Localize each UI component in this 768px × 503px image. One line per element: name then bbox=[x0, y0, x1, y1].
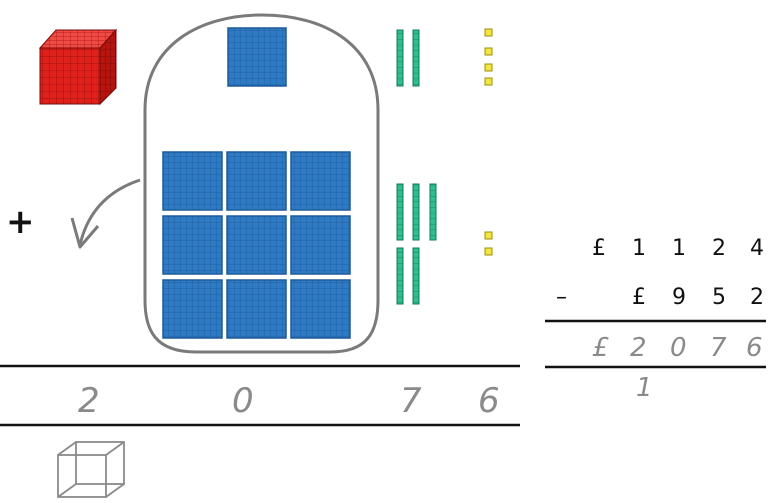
one-cubes-top bbox=[484, 28, 493, 86]
column-calculation: £ 1 1 2 4 – £ 9 5 2 £ 2 0 7 6 1 bbox=[545, 236, 766, 403]
bottom-number-pound: £ bbox=[632, 285, 646, 310]
one-cubes-bottom bbox=[484, 231, 493, 256]
one-cube bbox=[484, 77, 493, 86]
plus-sign: + bbox=[6, 202, 35, 242]
one-cube bbox=[484, 63, 493, 72]
bottom-number-digit: 5 bbox=[712, 285, 726, 310]
sketch-cube bbox=[57, 441, 125, 498]
hundred-flat bbox=[226, 215, 287, 275]
hundred-flats-grid bbox=[162, 151, 351, 339]
answer-digit: 6 bbox=[746, 333, 763, 363]
top-number-digit: 2 bbox=[712, 236, 726, 261]
hundred-flat bbox=[162, 151, 223, 211]
hundred-flat bbox=[162, 279, 223, 339]
hundred-flat bbox=[226, 279, 287, 339]
answer-digit: 7 bbox=[710, 333, 727, 363]
ten-rod bbox=[396, 247, 404, 305]
top-number-digit: 4 bbox=[750, 236, 764, 261]
ten-rod bbox=[412, 29, 420, 87]
ten-rod bbox=[396, 29, 404, 87]
hundred-flat bbox=[290, 215, 351, 275]
hundred-flat bbox=[162, 215, 223, 275]
result-digit-tens: 7 bbox=[400, 381, 422, 421]
answer-digit: 2 bbox=[630, 333, 647, 363]
answer-digit: 0 bbox=[670, 333, 687, 363]
one-cube bbox=[484, 231, 493, 240]
regroup-arrow bbox=[78, 178, 141, 246]
bottom-number-digit: 9 bbox=[672, 285, 686, 310]
answer-pound: £ bbox=[592, 333, 609, 363]
one-cube bbox=[484, 247, 493, 256]
ten-rods-bottom bbox=[396, 183, 437, 305]
ten-rod bbox=[412, 183, 420, 241]
regroup-arrow-head bbox=[70, 217, 100, 249]
top-number-pound: £ bbox=[592, 236, 606, 261]
thousand-cube bbox=[38, 28, 118, 106]
carry-digit: 1 bbox=[636, 373, 653, 403]
result-digit-thousands: 2 bbox=[78, 381, 100, 421]
ten-rod bbox=[396, 183, 404, 241]
result-digit-hundreds: 0 bbox=[232, 381, 254, 421]
ten-rod bbox=[412, 247, 420, 305]
result-digit-ones: 6 bbox=[478, 381, 500, 421]
regroup-loop bbox=[143, 13, 380, 354]
one-cube bbox=[484, 47, 493, 56]
top-number-digit: 1 bbox=[632, 236, 646, 261]
hundred-flat-top bbox=[227, 27, 287, 87]
subtract-operator: – bbox=[556, 285, 567, 310]
hundred-flat bbox=[290, 279, 351, 339]
ten-rods-top bbox=[396, 29, 420, 87]
hundred-flat bbox=[290, 151, 351, 211]
ten-rod bbox=[429, 183, 437, 241]
top-number-digit: 1 bbox=[672, 236, 686, 261]
hundred-flat bbox=[226, 151, 287, 211]
one-cube bbox=[484, 28, 493, 37]
bottom-number-digit: 2 bbox=[750, 285, 764, 310]
